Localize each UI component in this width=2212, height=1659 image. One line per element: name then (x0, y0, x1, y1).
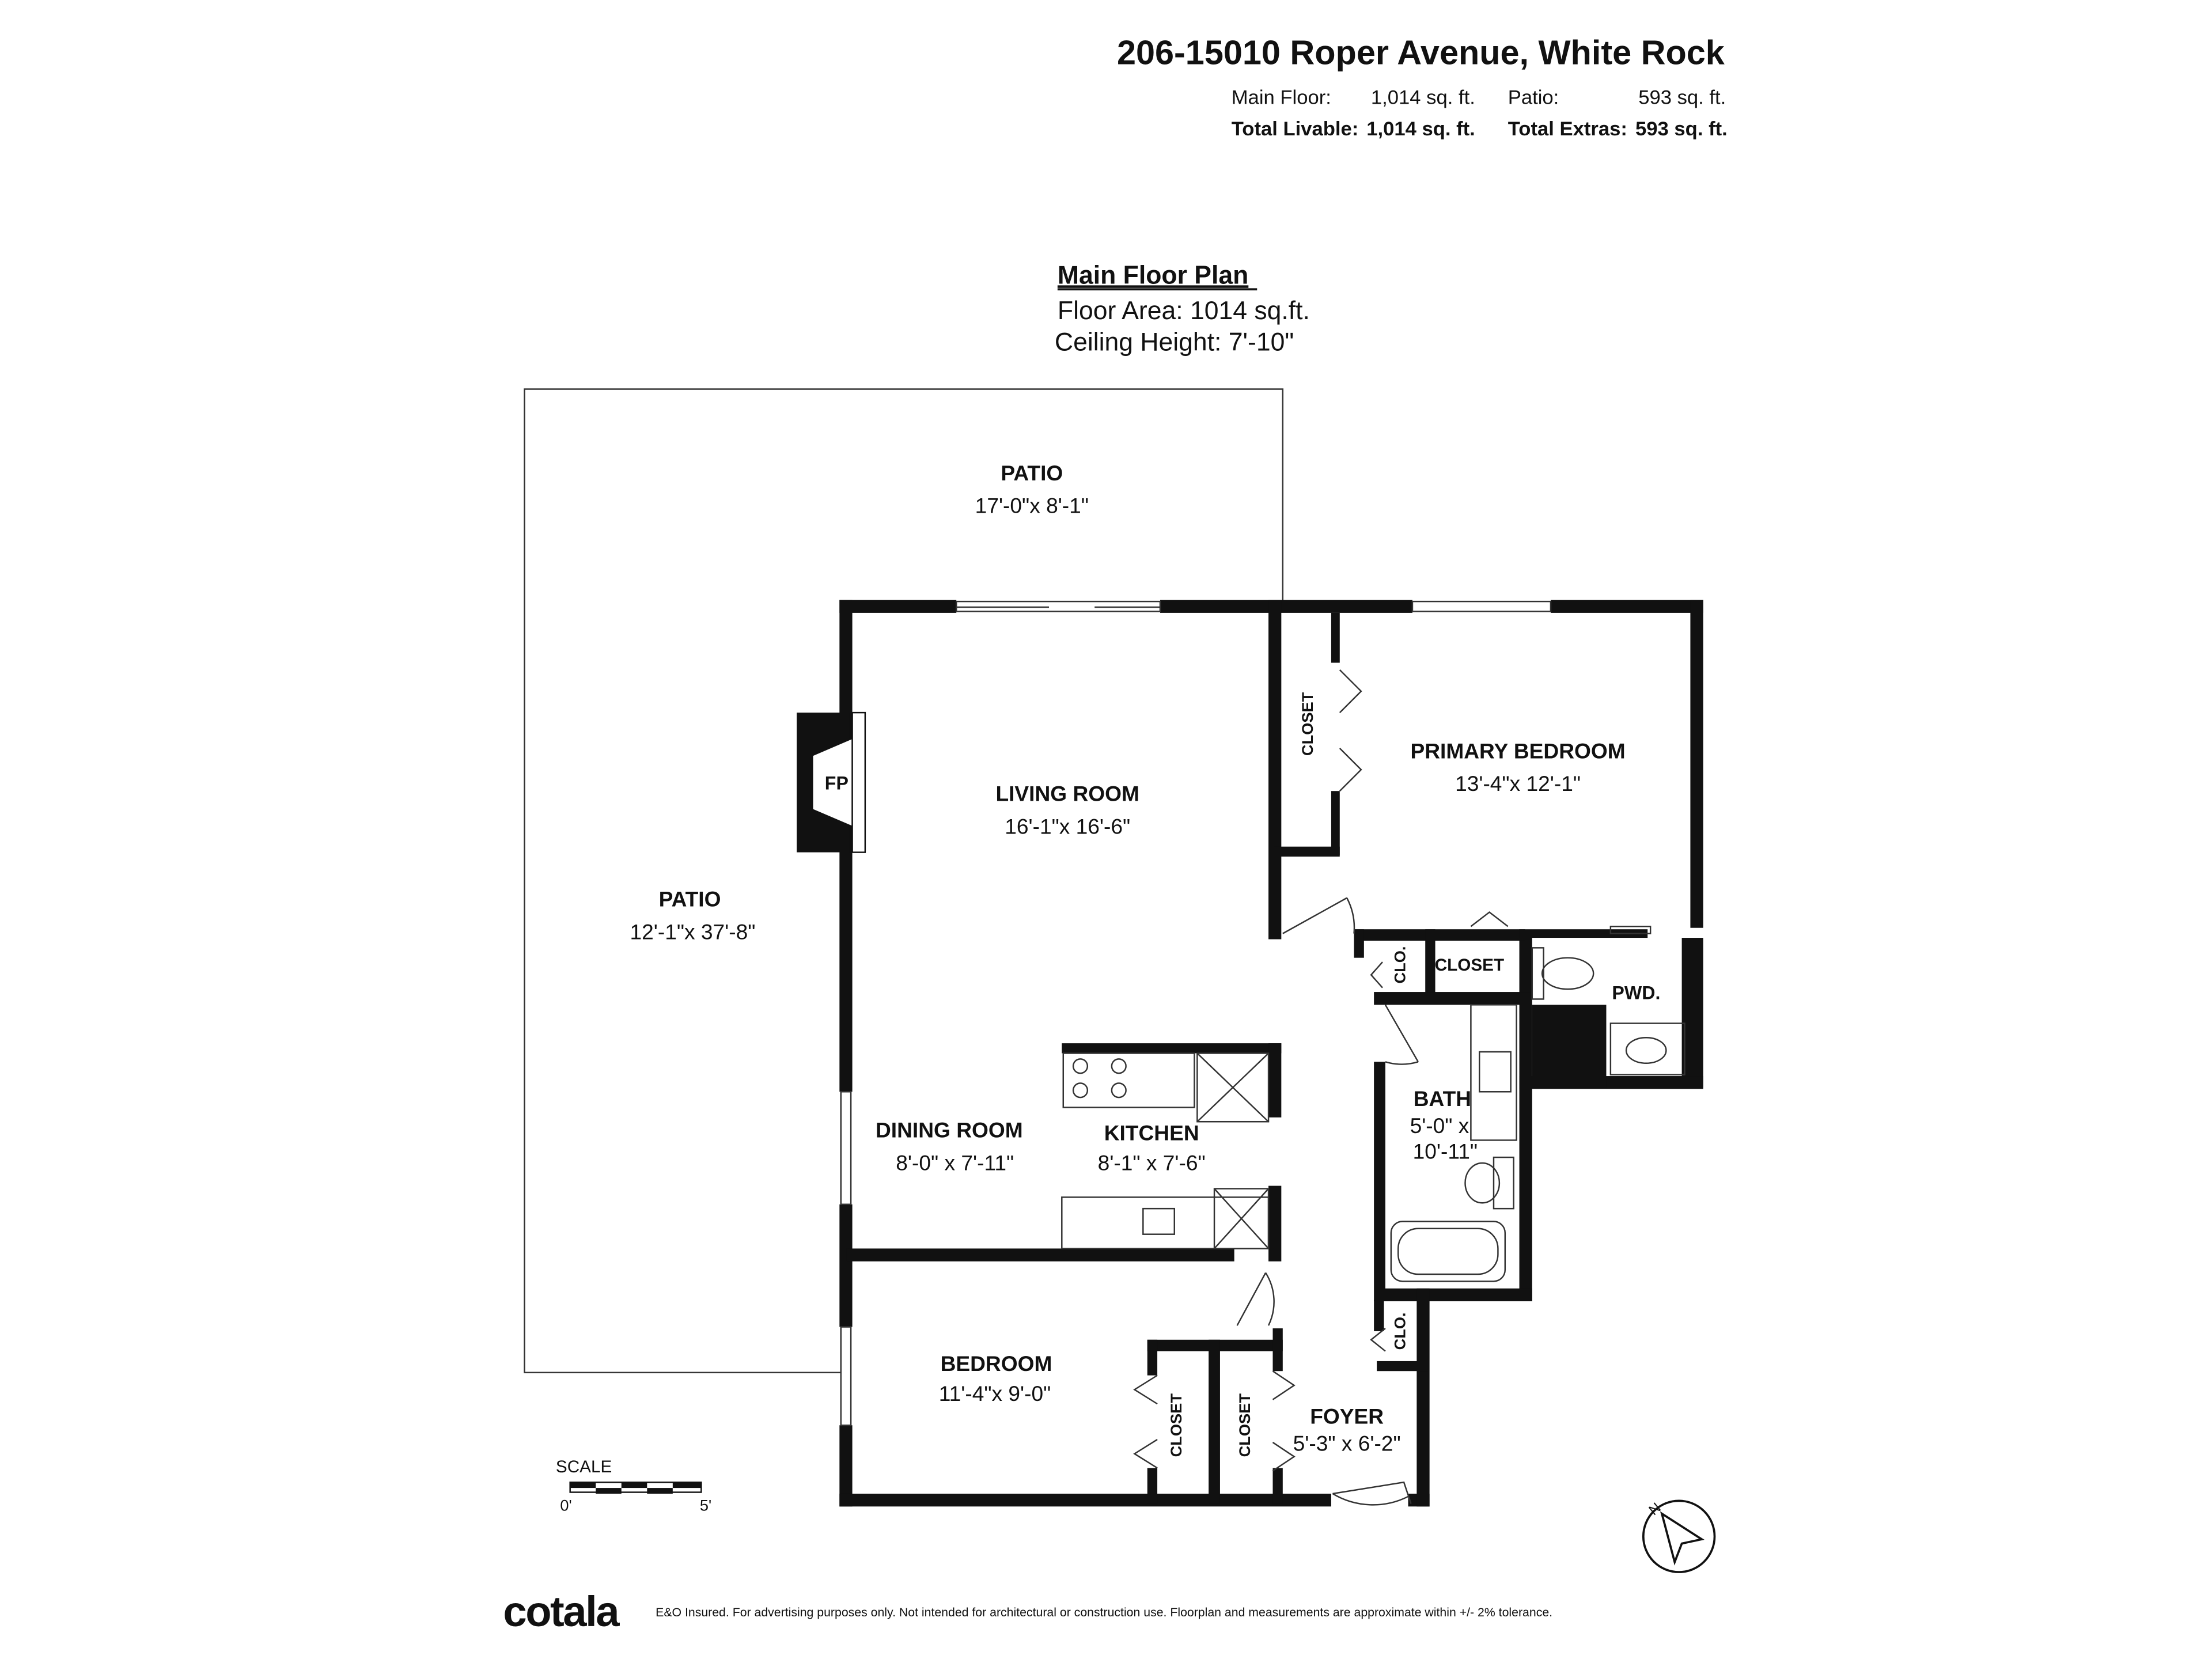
scale-bar: SCALE 0' 5' (556, 1457, 711, 1514)
living-room-dims: 16'-1"x 16'-6" (1005, 814, 1130, 838)
kitchen-name: KITCHEN (1104, 1120, 1199, 1145)
foyer-dims: 5'-3" x 6'-2" (1293, 1431, 1401, 1456)
primary-bedroom-dims: 13'-4"x 12'-1" (1455, 771, 1581, 796)
total-extras-value: 593 sq. ft. (1635, 118, 1728, 140)
scale-end: 5' (700, 1497, 711, 1514)
patio-left-dims: 12'-1"x 37'-8" (630, 920, 756, 944)
patio-label: Patio: (1508, 87, 1559, 109)
disclaimer: E&O Insured. For advertising purposes on… (656, 1605, 1552, 1619)
brand-logo: cotala (503, 1588, 620, 1635)
address-title: 206-15010 Roper Avenue, White Rock (1117, 33, 1725, 71)
living-room-name: LIVING ROOM (995, 782, 1139, 806)
total-livable-value: 1,014 sq. ft. (1366, 118, 1475, 140)
plan-title: Main Floor Plan (1058, 261, 1248, 289)
bedroom-name: BEDROOM (941, 1351, 1052, 1376)
doors (1133, 669, 1509, 1506)
patio-value: 593 sq. ft. (1638, 87, 1726, 109)
pwd-label: PWD. (1612, 982, 1660, 1003)
foyer-name: FOYER (1310, 1404, 1384, 1429)
fireplace: FP (812, 711, 866, 853)
dining-room-name: DINING ROOM (876, 1118, 1023, 1142)
clo-label-hall: CLO. (1391, 946, 1409, 984)
scale-label: SCALE (556, 1457, 612, 1476)
kitchen-dims: 8'-1" x 7'-6" (1098, 1150, 1206, 1175)
bath-dims-1: 5'-0" x (1410, 1113, 1469, 1138)
patio-left-name: PATIO (659, 887, 721, 911)
bath-dims-2: 10'-11" (1413, 1139, 1478, 1164)
fp-label: FP (825, 773, 849, 794)
walls (797, 600, 1703, 1507)
closet-label-bedroom: CLOSET (1167, 1393, 1185, 1457)
patio-outline (524, 388, 1284, 1373)
primary-bedroom-name: PRIMARY BEDROOM (1410, 738, 1625, 763)
compass-icon: N (1642, 1499, 1716, 1573)
bedroom-dims: 11'-4"x 9'-0" (939, 1381, 1051, 1406)
closet-label-hall: CLOSET (1435, 956, 1504, 975)
total-livable-label: Total Livable: (1232, 118, 1359, 140)
closet-label-foyer: CLOSET (1236, 1393, 1253, 1457)
bath-name: BATH (1414, 1086, 1471, 1111)
clo-label-foyer: CLO. (1391, 1312, 1409, 1350)
scale-start: 0' (560, 1497, 571, 1514)
total-extras-label: Total Extras: (1508, 118, 1627, 140)
main-floor-value: 1,014 sq. ft. (1371, 87, 1475, 109)
main-floor-label: Main Floor: (1232, 87, 1331, 109)
ceiling-height: Ceiling Height: 7'-10" (1055, 328, 1294, 357)
patio-top-name: PATIO (1001, 461, 1063, 485)
floor-area: Floor Area: 1014 sq.ft. (1058, 297, 1310, 325)
dining-room-dims: 8'-0" x 7'-11" (896, 1150, 1014, 1175)
fixtures (1061, 947, 1685, 1282)
windows (840, 600, 1652, 1426)
patio-top-dims: 17'-0"x 8'-1" (975, 494, 1089, 518)
closet-label-primary: CLOSET (1298, 692, 1316, 756)
